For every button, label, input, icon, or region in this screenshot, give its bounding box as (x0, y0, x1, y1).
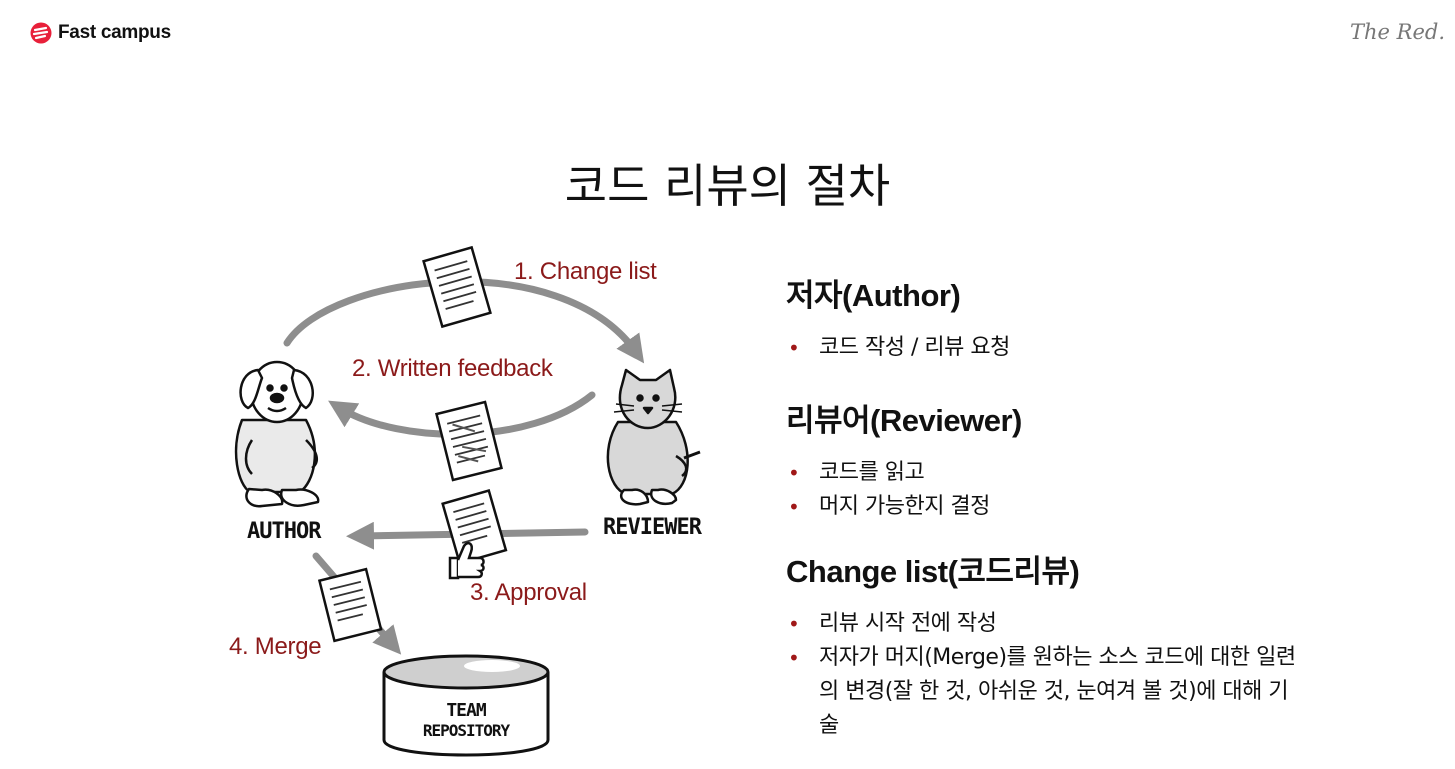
reviewer-label: REVIEWER (603, 515, 702, 540)
bullet-item: 리뷰 시작 전에 작성 (786, 607, 1306, 641)
reviewer-section: 리뷰어(Reviewer) 코드를 읽고 머지 가능한지 결정 (786, 395, 1022, 524)
step-merge: 4. Merge (229, 633, 322, 660)
bullet-item: 코드 작성 / 리뷰 요청 (786, 331, 1010, 365)
reviewer-cat-illustration (606, 368, 701, 506)
repository-label-line1: TEAM (446, 700, 486, 721)
change-list-section: Change list(코드리뷰) 리뷰 시작 전에 작성 저자가 머지(Mer… (786, 546, 1306, 743)
logo-text: Fast campus (58, 22, 171, 43)
author-dog-illustration (234, 360, 320, 508)
fastcampus-logo-icon (30, 22, 52, 44)
feedback-document-icon (435, 400, 503, 482)
step-written-feedback: 2. Written feedback (352, 355, 553, 382)
change-list-bullets: 리뷰 시작 전에 작성 저자가 머지(Merge)를 원하는 소스 코드에 대한… (786, 607, 1306, 743)
author-bullets: 코드 작성 / 리뷰 요청 (786, 331, 1010, 365)
step-approval: 3. Approval (470, 579, 587, 606)
author-section: 저자(Author) 코드 작성 / 리뷰 요청 (786, 270, 1010, 365)
author-label: AUTHOR (247, 519, 321, 544)
step-change-list: 1. Change list (514, 258, 657, 285)
author-heading: 저자(Author) (786, 278, 961, 313)
merge-document-icon (317, 567, 383, 643)
reviewer-bullets: 코드를 읽고 머지 가능한지 결정 (786, 456, 1022, 524)
bullet-item: 머지 가능한지 결정 (786, 490, 1022, 524)
repository-label-line2: REPOSITORY (422, 721, 510, 740)
change-list-heading: Change list(코드리뷰) (786, 554, 1080, 589)
fastcampus-logo: Fast campus (30, 22, 171, 44)
approval-document-icon (441, 489, 508, 565)
team-repository-illustration (382, 654, 550, 757)
change-list-document-icon (422, 245, 492, 329)
thumbs-up-icon (448, 541, 485, 580)
slide-title: 코드 리뷰의 절차 (564, 159, 891, 213)
bullet-item: 저자가 머지(Merge)를 원하는 소스 코드에 대한 일련의 변경(잘 한 … (786, 641, 1306, 743)
signature: The Red. (1350, 20, 1445, 44)
reviewer-heading: 리뷰어(Reviewer) (786, 403, 1022, 438)
code-review-diagram (234, 245, 701, 757)
bullet-item: 코드를 읽고 (786, 456, 1022, 490)
